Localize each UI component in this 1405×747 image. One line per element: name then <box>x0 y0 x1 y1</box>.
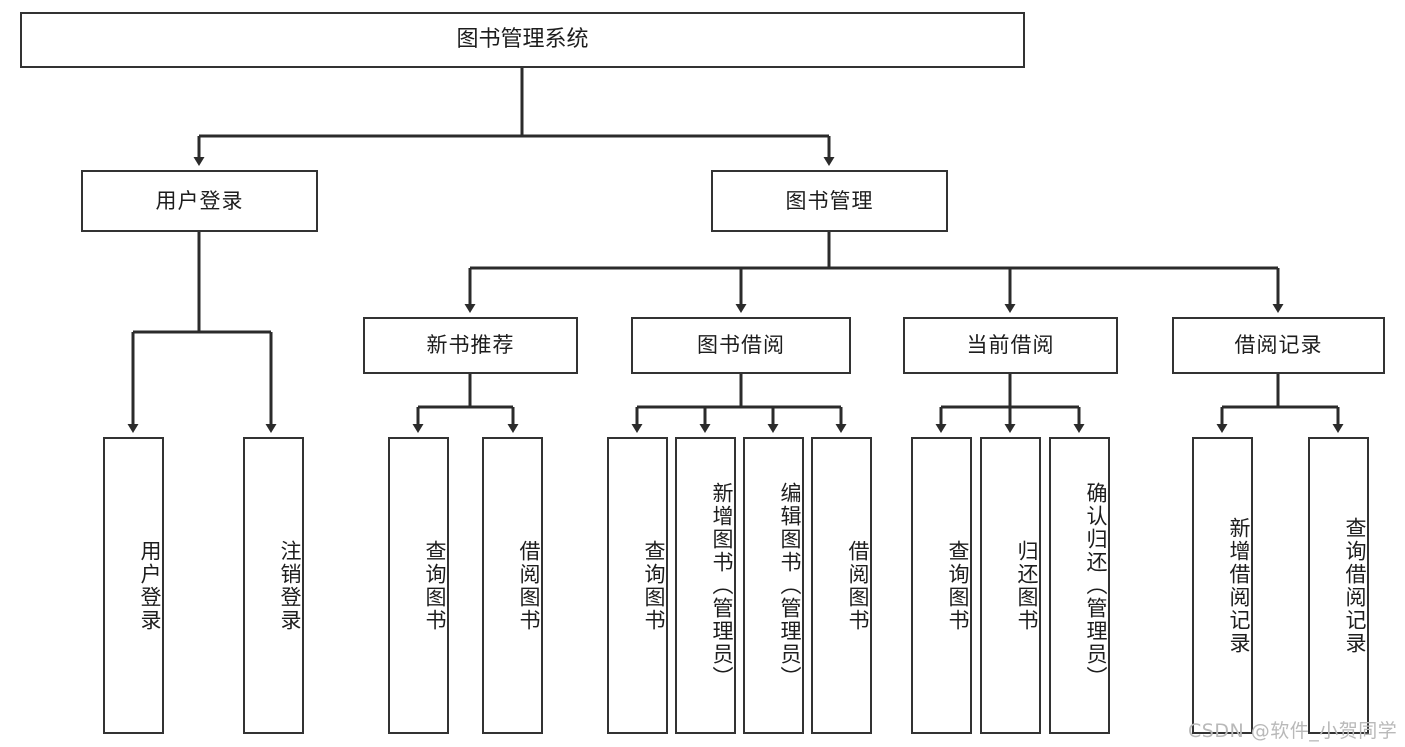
node-label: 查询借阅记录 <box>1343 516 1367 655</box>
node-leaf-query-book-newbook[interactable]: 查询图书 <box>388 437 449 734</box>
node-label: 当前借阅 <box>966 333 1055 358</box>
node-borrow-record[interactable]: 借阅记录 <box>1172 317 1385 374</box>
node-root-book-management-system[interactable]: 图书管理系统 <box>20 12 1025 68</box>
node-label: 查询图书 <box>642 539 666 632</box>
node-label: 编辑图书（管理员） <box>778 482 802 689</box>
node-label: 图书管理系统 <box>456 27 589 53</box>
node-leaf-query-borrow-record[interactable]: 查询借阅记录 <box>1308 437 1369 734</box>
node-leaf-query-book-current[interactable]: 查询图书 <box>911 437 972 734</box>
node-leaf-borrow-book[interactable]: 借阅图书 <box>811 437 872 734</box>
node-book-borrow[interactable]: 图书借阅 <box>631 317 851 374</box>
node-label: 新书推荐 <box>426 333 515 358</box>
node-label: 新增图书（管理员） <box>710 482 734 689</box>
node-label: 查询图书 <box>946 539 970 632</box>
node-user-login[interactable]: 用户登录 <box>81 170 318 232</box>
node-label: 借阅图书 <box>846 539 870 632</box>
node-leaf-logout[interactable]: 注销登录 <box>243 437 304 734</box>
node-label: 归还图书 <box>1015 539 1039 632</box>
node-label: 注销登录 <box>278 539 302 632</box>
node-new-book-recommend[interactable]: 新书推荐 <box>363 317 578 374</box>
node-label: 新增借阅记录 <box>1227 516 1251 655</box>
node-leaf-return-book[interactable]: 归还图书 <box>980 437 1041 734</box>
node-leaf-edit-book-admin[interactable]: 编辑图书（管理员） <box>743 437 804 734</box>
node-leaf-add-book-admin[interactable]: 新增图书（管理员） <box>675 437 736 734</box>
csdn-watermark: CSDN @软件_小贺同学 <box>1188 720 1398 742</box>
node-leaf-confirm-return-admin[interactable]: 确认归还（管理员） <box>1049 437 1110 734</box>
node-label: 借阅图书 <box>517 539 541 632</box>
node-label: 用户登录 <box>138 539 162 632</box>
node-label: 图书管理 <box>785 188 874 213</box>
node-leaf-user-login[interactable]: 用户登录 <box>103 437 164 734</box>
node-current-borrow[interactable]: 当前借阅 <box>903 317 1118 374</box>
node-leaf-query-book-borrow[interactable]: 查询图书 <box>607 437 668 734</box>
node-leaf-borrow-book-newbook[interactable]: 借阅图书 <box>482 437 543 734</box>
node-leaf-add-borrow-record[interactable]: 新增借阅记录 <box>1192 437 1253 734</box>
node-label: 图书借阅 <box>697 333 785 358</box>
node-label: 查询图书 <box>423 539 447 632</box>
node-label: 借阅记录 <box>1234 333 1323 358</box>
node-label: 用户登录 <box>155 188 244 213</box>
node-book-management[interactable]: 图书管理 <box>711 170 948 232</box>
node-label: 确认归还（管理员） <box>1084 482 1108 689</box>
